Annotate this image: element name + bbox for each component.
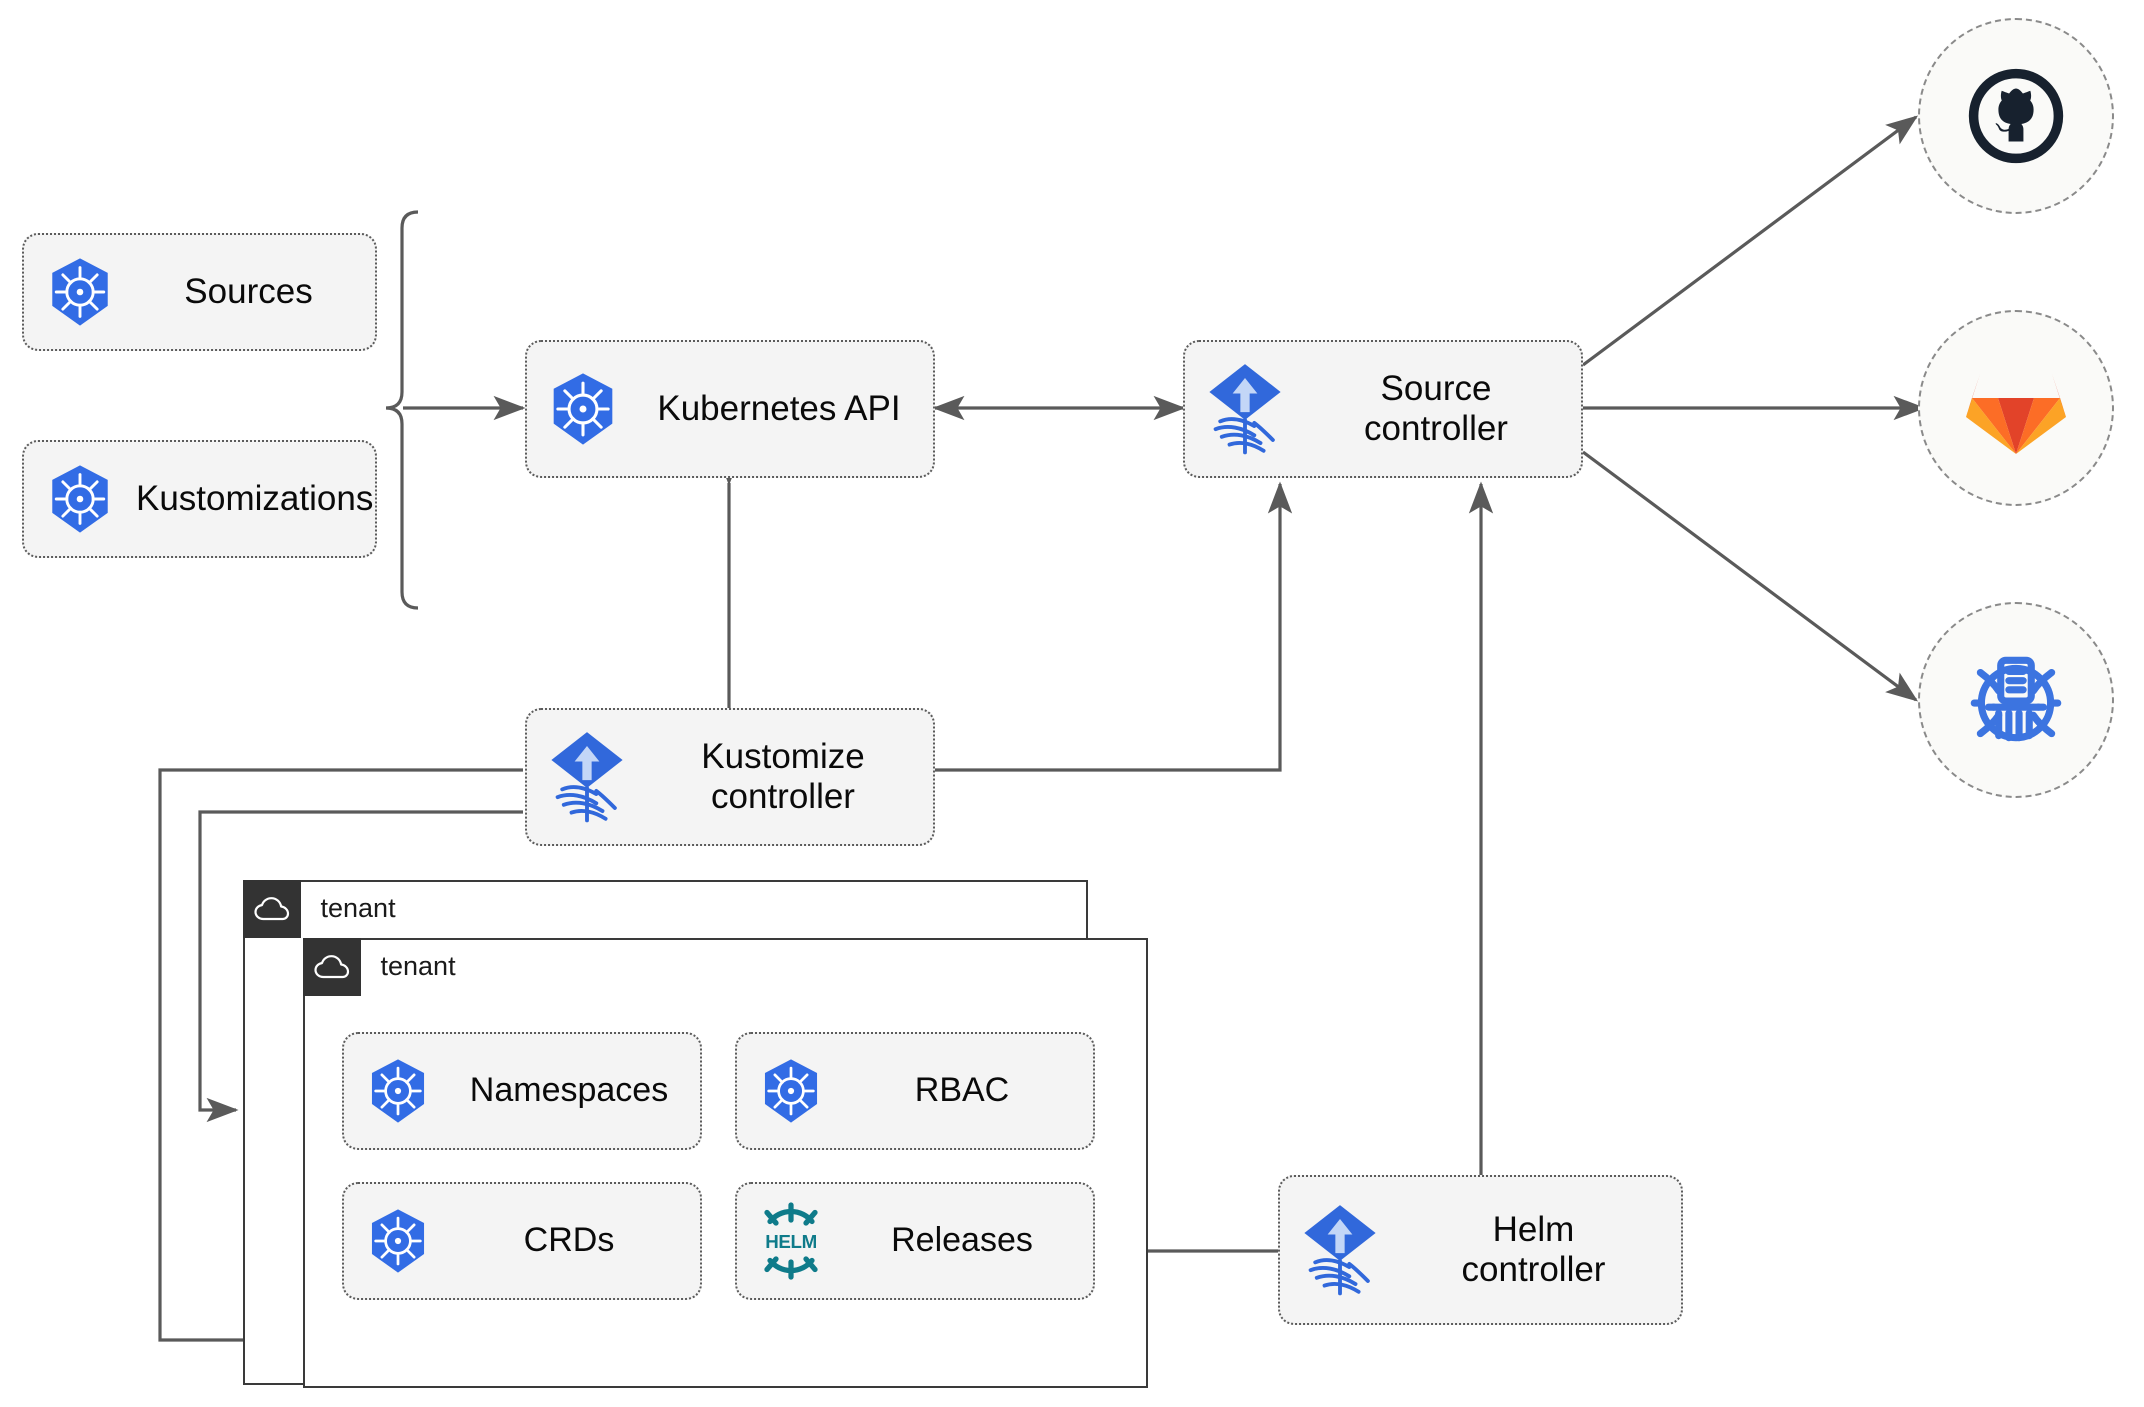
node-releases-label: Releases	[891, 1221, 1033, 1260]
flux-icon	[1185, 361, 1305, 457]
provider-github[interactable]	[1918, 18, 2114, 214]
gitlab-icon	[1966, 374, 2066, 454]
flux-icon	[527, 729, 647, 825]
tenant-container-2: tenant	[302, 937, 1148, 1388]
kubernetes-icon	[344, 1208, 452, 1274]
kubernetes-icon	[24, 464, 136, 534]
provider-bucket[interactable]	[1918, 602, 2114, 798]
node-source-controller-label: Source controller	[1364, 368, 1508, 448]
github-icon	[1968, 68, 2064, 164]
edge-kustomizecontroller-sourcecontroller	[935, 481, 1293, 772]
node-kustomize-controller-label: Kustomize controller	[701, 736, 865, 816]
tenant-header-1: tenant	[242, 879, 396, 938]
tenant-label-1: tenant	[320, 893, 396, 923]
node-helm-controller-label: Helm controller	[1461, 1209, 1606, 1289]
node-helm-controller[interactable]: Helm controller	[1278, 1175, 1683, 1325]
node-sources[interactable]: Sources	[22, 233, 377, 351]
kubernetes-icon	[527, 372, 639, 446]
node-releases[interactable]: HELM Releases	[735, 1182, 1095, 1300]
node-kustomizations[interactable]: Kustomizations	[22, 440, 377, 558]
kubernetes-icon	[24, 257, 136, 327]
tenant-header-2: tenant	[302, 937, 456, 996]
provider-gitlab[interactable]	[1918, 310, 2114, 506]
node-kubernetes-api[interactable]: Kubernetes API	[525, 340, 935, 478]
edge-sourcecontroller-bucket	[1582, 450, 1919, 702]
kubernetes-icon	[344, 1058, 452, 1124]
node-crds[interactable]: CRDs	[342, 1182, 702, 1300]
node-kustomize-controller[interactable]: Kustomize controller	[525, 708, 935, 846]
helm-icon: HELM	[737, 1200, 845, 1282]
node-kubernetes-api-label: Kubernetes API	[657, 388, 901, 428]
helm-logo-text: HELM	[765, 1231, 817, 1252]
node-crds-label: CRDs	[523, 1221, 615, 1260]
flux-icon	[1280, 1202, 1400, 1298]
node-source-controller[interactable]: Source controller	[1183, 340, 1583, 478]
edge-sourcecontroller-github	[1582, 115, 1919, 367]
bucket-icon	[1970, 656, 2062, 742]
node-rbac[interactable]: RBAC	[735, 1032, 1095, 1150]
cloud-icon	[302, 937, 361, 996]
node-rbac-label: RBAC	[914, 1071, 1010, 1110]
node-namespaces-label: Namespaces	[469, 1071, 669, 1110]
node-kustomizations-label: Kustomizations	[136, 478, 374, 518]
node-namespaces[interactable]: Namespaces	[342, 1032, 702, 1150]
node-sources-label: Sources	[184, 271, 313, 311]
kubernetes-icon	[737, 1058, 845, 1124]
tenant-label-2: tenant	[380, 951, 456, 981]
cloud-icon	[242, 879, 301, 938]
edge-sources-bracket	[385, 210, 419, 610]
